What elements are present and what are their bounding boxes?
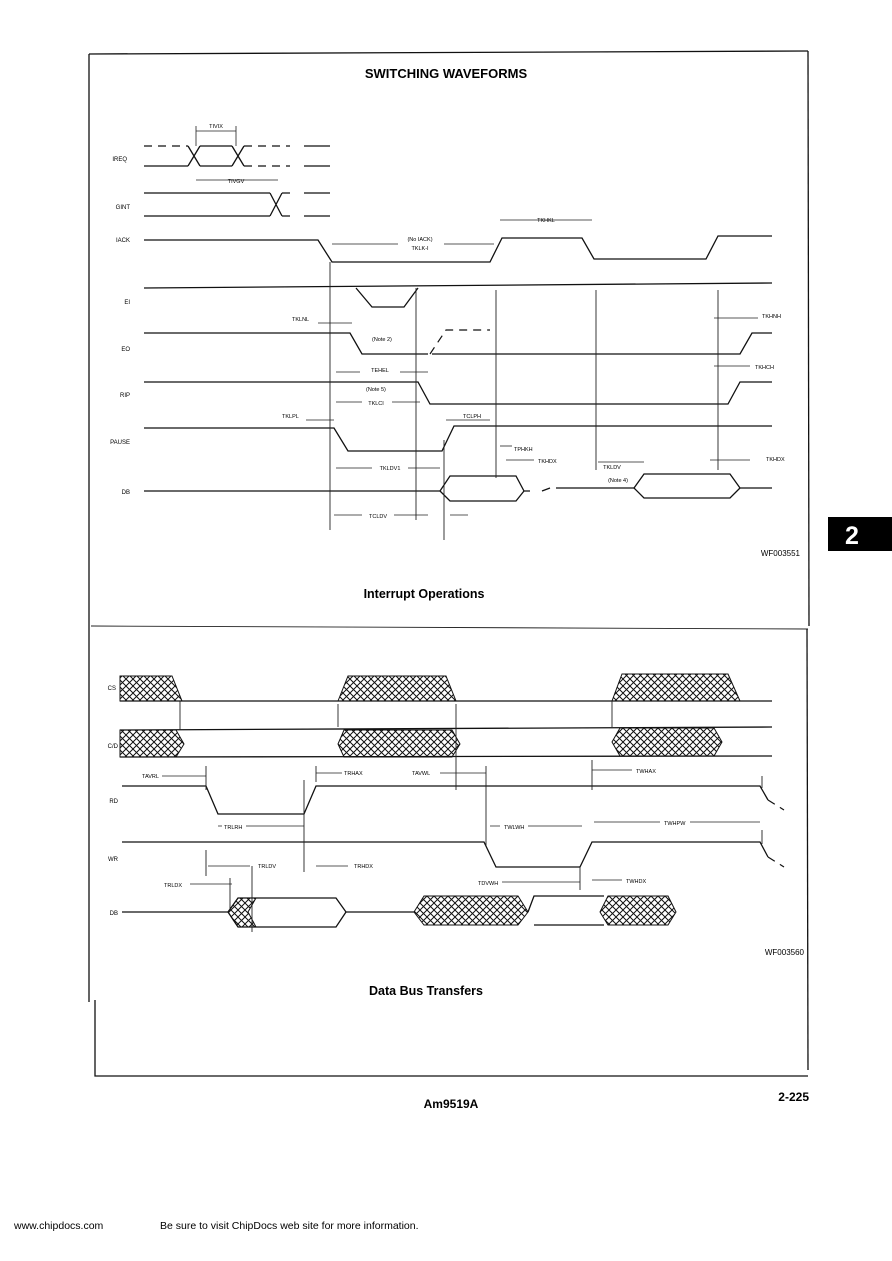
timing-label: TWHDX — [626, 879, 646, 885]
timing-label: TKLDV1 — [380, 466, 401, 472]
signal-ireq: IREQ — [112, 157, 127, 163]
section-tab: 2 — [828, 517, 892, 551]
timing-label: TCLPH — [463, 414, 481, 420]
signal-rd: RD — [109, 799, 118, 805]
signal-db: DB — [122, 490, 130, 496]
timing-label: TCLDV — [369, 514, 387, 520]
timing-label: TKHKL — [537, 218, 555, 224]
signal-cd: C/D — [108, 744, 119, 750]
signal-ei: EI — [124, 300, 130, 306]
timing-label: TKLK-I — [411, 246, 429, 252]
timing-label: TDVWH — [478, 881, 498, 887]
note-label: (Note 5) — [366, 387, 386, 393]
section-number: 2 — [845, 522, 859, 550]
signal-gint: GINT — [116, 205, 131, 211]
signal-db2: DB — [110, 911, 118, 917]
timing-label: TWLWH — [504, 825, 524, 831]
interrupt-caption: Interrupt Operations — [364, 587, 485, 601]
note-label: (Note 2) — [372, 337, 392, 343]
timing-label: TRLDV — [258, 864, 276, 870]
timing-label: TRLDX — [164, 883, 182, 889]
signal-rip: RIP — [120, 393, 130, 399]
timing-label: TKHDX — [538, 459, 557, 465]
page-title: SWITCHING WAVEFORMS — [365, 66, 528, 81]
timing-label: (No IACK) — [407, 237, 432, 243]
page-number: 2-225 — [778, 1090, 809, 1104]
timing-label: TKLNL — [292, 317, 309, 323]
timing-label: TKLCI — [368, 401, 384, 407]
site-link[interactable]: www.chipdocs.com — [13, 1220, 104, 1232]
databus-caption: Data Bus Transfers — [369, 984, 483, 998]
figure-code: WF003551 — [761, 549, 801, 558]
timing-label: TIVGV — [228, 179, 245, 185]
timing-label: TKHDX — [766, 457, 785, 463]
timing-label: TKHNH — [762, 314, 781, 320]
databus-diagram: CS C/D RD WR DB TAVRL TRHAX TAVWL TWHAX … — [108, 673, 805, 998]
signal-pause: PAUSE — [110, 440, 130, 446]
timing-label: TRLRH — [224, 825, 242, 831]
timing-label: TPHKH — [514, 447, 533, 453]
timing-label: TRHDX — [354, 864, 373, 870]
timing-label: TEHEL — [371, 368, 389, 374]
timing-label: TWHAX — [636, 769, 656, 775]
note-label: (Note 4) — [608, 478, 628, 484]
figure-code: WF003560 — [765, 948, 805, 957]
signal-iack: IACK — [116, 238, 130, 244]
timing-label: TKHCH — [755, 365, 774, 371]
timing-label: TWHPW — [664, 821, 686, 827]
timing-label: TAVRL — [142, 774, 159, 780]
site-note: Be sure to visit ChipDocs web site for m… — [160, 1220, 419, 1232]
timing-label: TKLPL — [282, 414, 299, 420]
signal-wr: WR — [108, 857, 119, 863]
page-frame — [88, 50, 810, 1077]
timing-label: TRHAX — [344, 771, 363, 777]
signal-eo: EO — [121, 347, 130, 353]
timing-label: TKLDV — [603, 465, 621, 471]
part-number: Am9519A — [424, 1097, 479, 1111]
timing-label: TIVIX — [209, 124, 223, 130]
interrupt-diagram: IREQ GINT IACK EI EO RIP PAUSE DB TIVIX … — [110, 124, 800, 601]
signal-cs: CS — [108, 686, 116, 692]
timing-label: TAVWL — [412, 771, 430, 777]
